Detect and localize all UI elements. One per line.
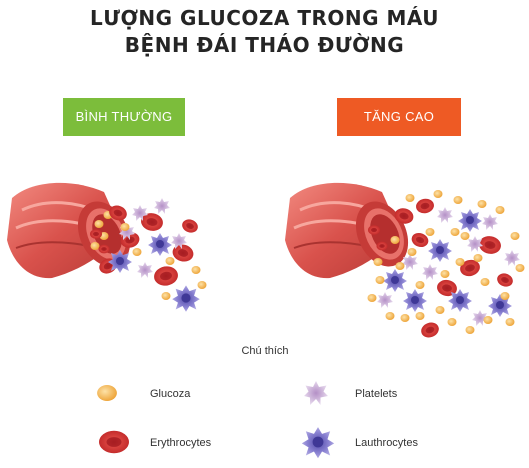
legend-label-erythrocytes: Erythrocytes bbox=[150, 437, 212, 449]
legend-label-leukocytes: Lauthrocytes bbox=[355, 437, 418, 449]
legend-glucose-icon bbox=[97, 385, 117, 401]
legend-title: Chú thích bbox=[241, 345, 289, 357]
title-line-2: BỆNH ĐÁI THÁO ĐƯỜNG bbox=[124, 33, 405, 57]
legend-label-platelets: Platelets bbox=[355, 388, 398, 400]
legend-platelet-icon bbox=[304, 381, 328, 405]
legend-leukocyte-icon bbox=[301, 427, 335, 459]
legend-label-glucose: Glucoza bbox=[150, 388, 191, 400]
title-line-1: LƯỢNG GLUCOZA TRONG MÁU bbox=[89, 6, 440, 30]
legend-erythrocyte-icon bbox=[99, 430, 129, 454]
high-badge: TĂNG CAO bbox=[337, 98, 461, 136]
normal-badge: BÌNH THƯỜNG bbox=[63, 98, 185, 136]
